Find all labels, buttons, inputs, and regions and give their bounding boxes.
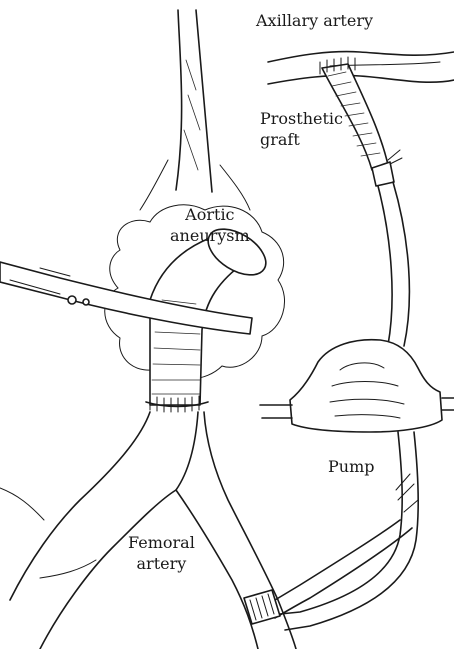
prosthetic-graft bbox=[320, 57, 409, 346]
femoral-artery-label: Femoral artery bbox=[128, 532, 195, 574]
pump-device bbox=[260, 340, 454, 432]
pump-label: Pump bbox=[328, 456, 374, 477]
upper-aorta bbox=[140, 10, 250, 210]
prosthetic-graft-label: Prosthetic graft bbox=[260, 108, 343, 150]
axillary-artery-vessel bbox=[268, 52, 454, 84]
iliac-femoral-arteries bbox=[0, 412, 296, 649]
axillary-artery-label: Axillary artery bbox=[256, 10, 373, 31]
aortic-aneurysm-label: Aortic aneurysm bbox=[170, 204, 250, 246]
